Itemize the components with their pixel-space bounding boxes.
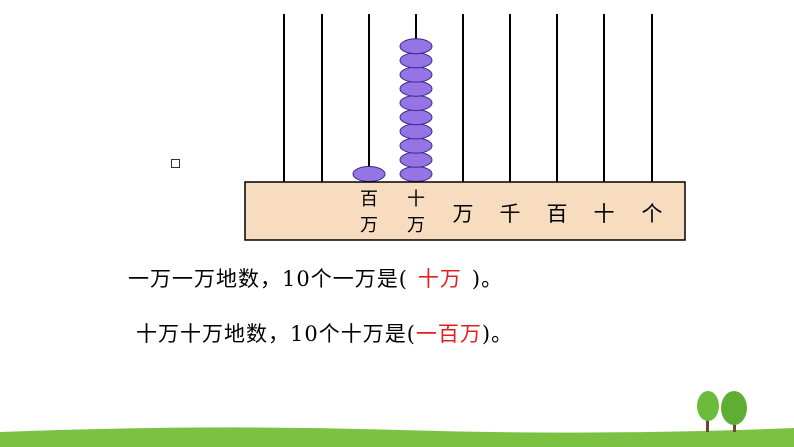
tree-icon (697, 391, 747, 432)
question-line-1: 一万一万地数，10个一万是( 十万 )。 (128, 263, 503, 293)
abacus-bead (399, 151, 433, 168)
place-label: 十 (593, 202, 615, 226)
place-label: 千 (499, 202, 521, 226)
abacus-bead (352, 166, 386, 182)
line1-answer: 十万 (417, 267, 462, 291)
abacus-bead (399, 109, 433, 126)
abacus-bead (399, 52, 433, 69)
abacus-bead (399, 123, 433, 140)
checkbox-square (171, 159, 180, 168)
line1-suffix: )。 (471, 267, 504, 291)
abacus-bead (399, 38, 433, 55)
place-label: 个 (641, 202, 663, 226)
place-label: 十万 (407, 189, 425, 236)
grass-strip (0, 427, 794, 447)
abacus-bead (399, 166, 433, 182)
abacus-frame (244, 181, 686, 241)
abacus-bead (399, 95, 433, 111)
abacus-bead (399, 66, 433, 83)
line1-prefix: 一万一万地数，10个一万是( (128, 267, 408, 291)
line2-answer: 一百万 (415, 322, 482, 346)
line2-prefix: 十万十万地数，10个十万是( (136, 322, 416, 346)
question-line-2: 十万十万地数，10个十万是(一百万)。 (136, 318, 513, 348)
abacus-bead (399, 80, 433, 97)
place-label: 百万 (360, 189, 378, 236)
abacus-beads (352, 38, 433, 182)
place-label: 万 (452, 202, 474, 226)
abacus-rods (283, 14, 653, 182)
line2-suffix: )。 (481, 322, 514, 346)
abacus-bead (399, 137, 433, 154)
place-label: 百 (546, 202, 568, 226)
